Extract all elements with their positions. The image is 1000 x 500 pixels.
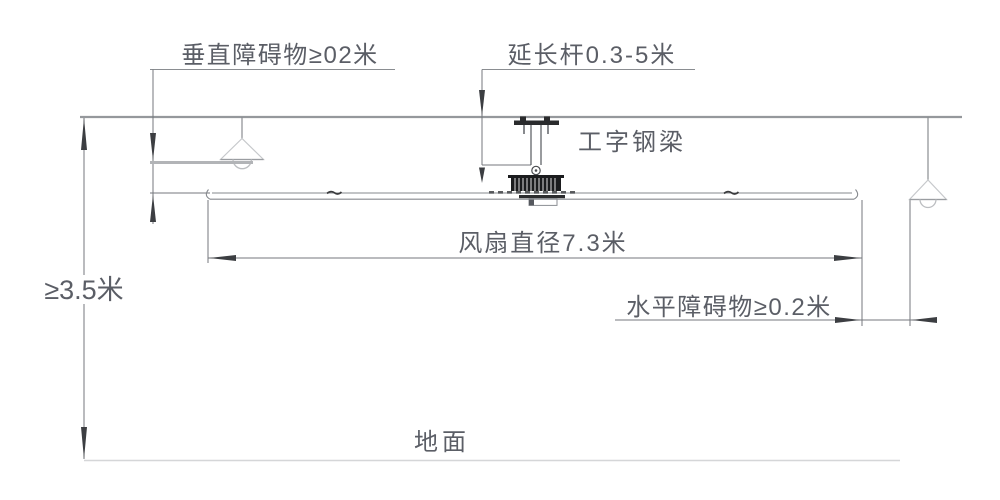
lamp-bulb-icon <box>232 159 253 170</box>
mount-bolt-icon <box>520 116 526 121</box>
i-beam-label: 工字钢梁 <box>578 129 686 156</box>
fan-diameter-label: 风扇直径7.3米 <box>458 230 627 257</box>
arrow-left-icon <box>209 255 236 261</box>
ceiling-mount <box>514 116 559 165</box>
height-dimension: ≥3.5米 <box>36 118 132 459</box>
mount-bolt-icon <box>544 116 550 121</box>
arrow-up-icon <box>150 194 156 222</box>
arrow-down-icon <box>479 167 485 183</box>
label-mask <box>36 275 132 304</box>
ground-label: 地面 <box>414 429 470 456</box>
arrow-right-icon <box>835 317 861 323</box>
fan-blades <box>205 189 859 200</box>
horizontal-obstacle-label: 水平障碍物≥0.2米 <box>626 294 832 321</box>
arrow-right-icon <box>834 255 861 261</box>
blade-left-winglet <box>205 189 211 200</box>
extension-rod-label: 延长杆0.3-5米 <box>508 42 677 69</box>
vertical-obstacle-label: 垂直障碍物≥02米 <box>181 42 378 69</box>
extension-rod-dimension: 延长杆0.3-5米 <box>479 42 695 183</box>
horizontal-obstacle-dimension: 水平障碍物≥0.2米 <box>615 199 937 326</box>
min-height-label: ≥3.5米 <box>44 275 123 305</box>
lamp-bulb-icon <box>919 199 937 209</box>
left-lamp-obstacle <box>150 117 265 170</box>
arrow-down-icon <box>81 427 87 459</box>
motor-fins <box>514 178 556 191</box>
hub-plate <box>519 195 565 199</box>
vertical-obstacle-dimension: 垂直障碍物≥02米 <box>150 42 395 224</box>
blade-right-winglet <box>853 189 859 200</box>
blade-joint-icon <box>723 190 740 195</box>
mount-plate <box>514 120 559 125</box>
arrow-down-icon <box>479 90 485 116</box>
lamp-shade-icon <box>908 179 948 201</box>
motor-bearing-dot <box>534 169 538 172</box>
control-box-tab <box>529 198 534 206</box>
blade-joint-icon <box>326 190 343 195</box>
arrow-left-icon <box>911 317 937 323</box>
motor-flange <box>508 175 564 178</box>
arrow-down-icon <box>150 133 156 161</box>
right-lamp-obstacle <box>908 117 948 209</box>
lamp-shade-icon <box>219 137 265 161</box>
arrow-up-icon <box>81 118 87 150</box>
fan-diameter-dimension: 风扇直径7.3米 <box>207 200 863 326</box>
